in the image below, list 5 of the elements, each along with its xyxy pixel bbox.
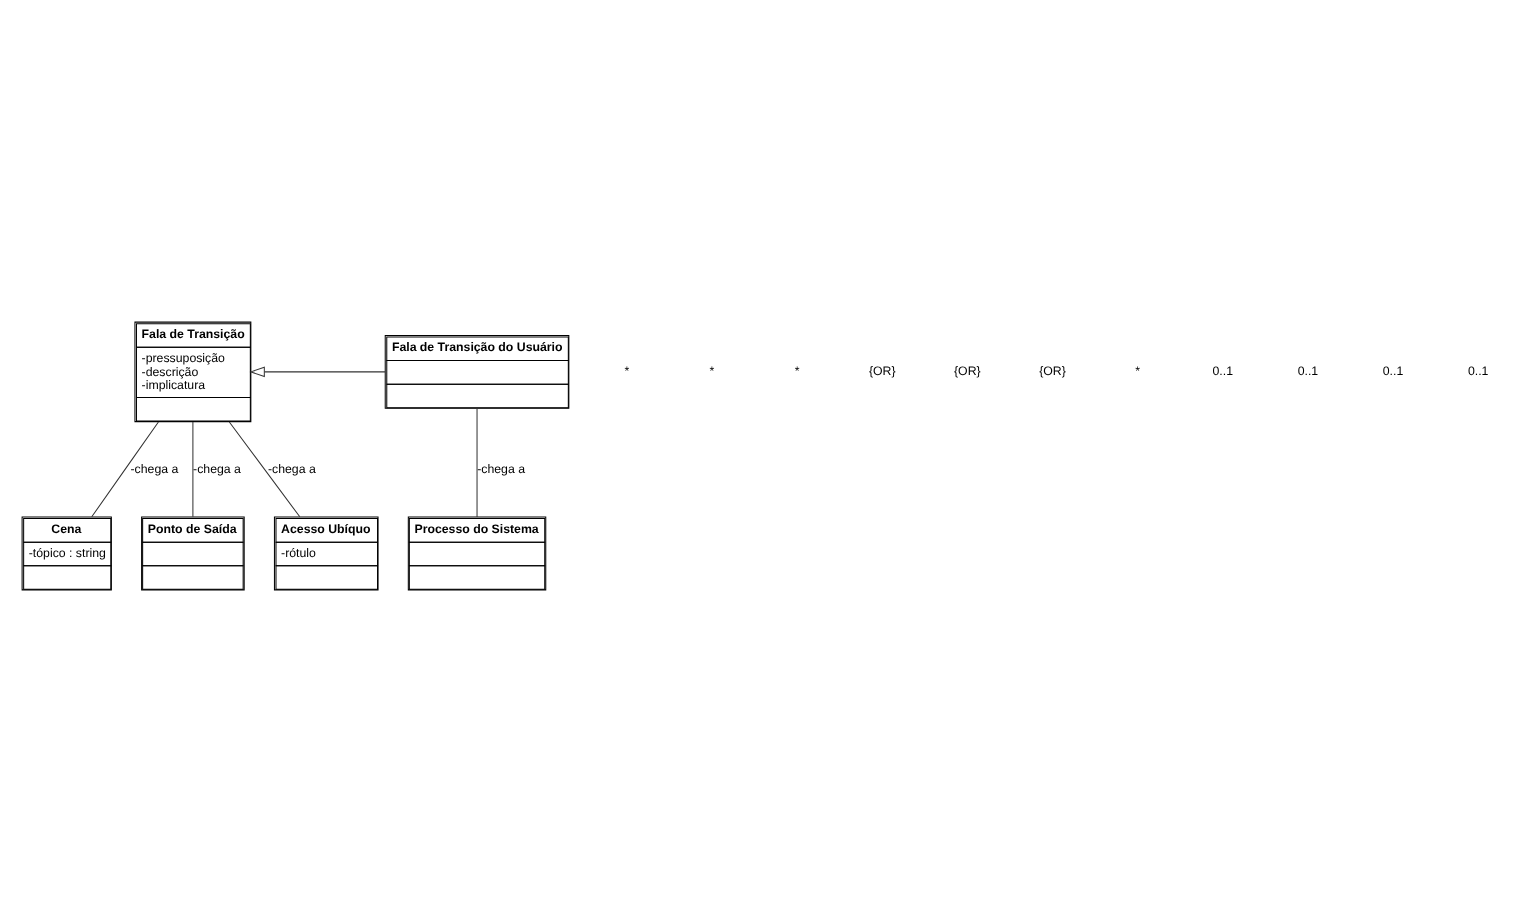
connector <box>475 406 477 517</box>
connector <box>191 420 193 517</box>
connector <box>90 420 158 517</box>
connector <box>227 420 300 517</box>
arrow <box>248 365 385 377</box>
